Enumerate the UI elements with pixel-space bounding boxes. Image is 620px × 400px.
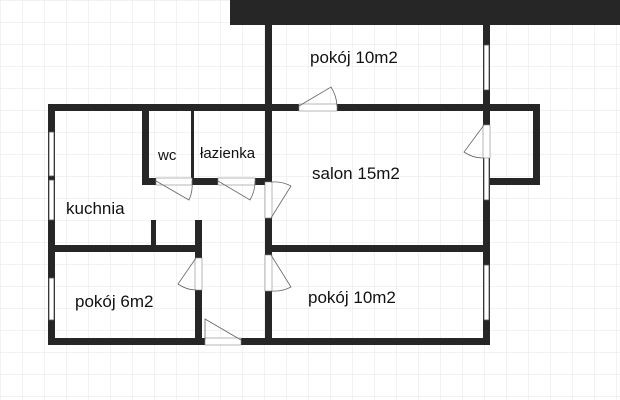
wall-wc-bath bbox=[191, 107, 194, 178]
room-label-pokoj-top: pokój 10m2 bbox=[310, 48, 398, 67]
window bbox=[48, 179, 55, 221]
room-label-salon: salon 15m2 bbox=[312, 164, 400, 183]
windows bbox=[48, 44, 490, 321]
door-gap bbox=[264, 254, 273, 292]
wall-bottom bbox=[48, 338, 490, 345]
room-label-wc: wc bbox=[157, 147, 177, 164]
top-dark-bar bbox=[230, 0, 620, 25]
door-gap bbox=[204, 337, 242, 346]
door-swing bbox=[155, 180, 193, 201]
wall-stub-1 bbox=[151, 220, 156, 250]
wall-bath-bottom bbox=[142, 178, 272, 185]
wall-balcony-right bbox=[533, 104, 540, 185]
door-swing bbox=[270, 254, 292, 292]
door-gap bbox=[264, 181, 273, 219]
door-gap bbox=[482, 124, 491, 159]
room-label-pokoj-bottom: pokój 10m2 bbox=[308, 288, 396, 307]
window bbox=[483, 44, 490, 91]
door-gap bbox=[298, 103, 338, 112]
wall-top bbox=[48, 104, 540, 111]
wall-balcony-bottom bbox=[487, 178, 540, 185]
door-swing bbox=[270, 181, 292, 219]
window bbox=[48, 131, 55, 177]
door-swing bbox=[217, 180, 256, 201]
wall-left bbox=[48, 104, 55, 345]
window bbox=[483, 264, 490, 321]
door-gap bbox=[194, 257, 203, 291]
room-label-lazienka: łazienka bbox=[200, 145, 256, 162]
wall-wc-left bbox=[142, 104, 149, 185]
window bbox=[48, 277, 55, 321]
door-swing bbox=[463, 124, 485, 159]
doors bbox=[155, 86, 491, 346]
room-label-pokoj-6: pokój 6m2 bbox=[75, 292, 153, 311]
wall-kitchen-bottom bbox=[48, 245, 202, 252]
door-swing bbox=[204, 318, 242, 341]
room-label-kuchnia: kuchnia bbox=[66, 199, 125, 218]
door-swing bbox=[177, 257, 197, 291]
wall-salon-bottom bbox=[265, 245, 490, 252]
door-swing bbox=[298, 86, 338, 107]
